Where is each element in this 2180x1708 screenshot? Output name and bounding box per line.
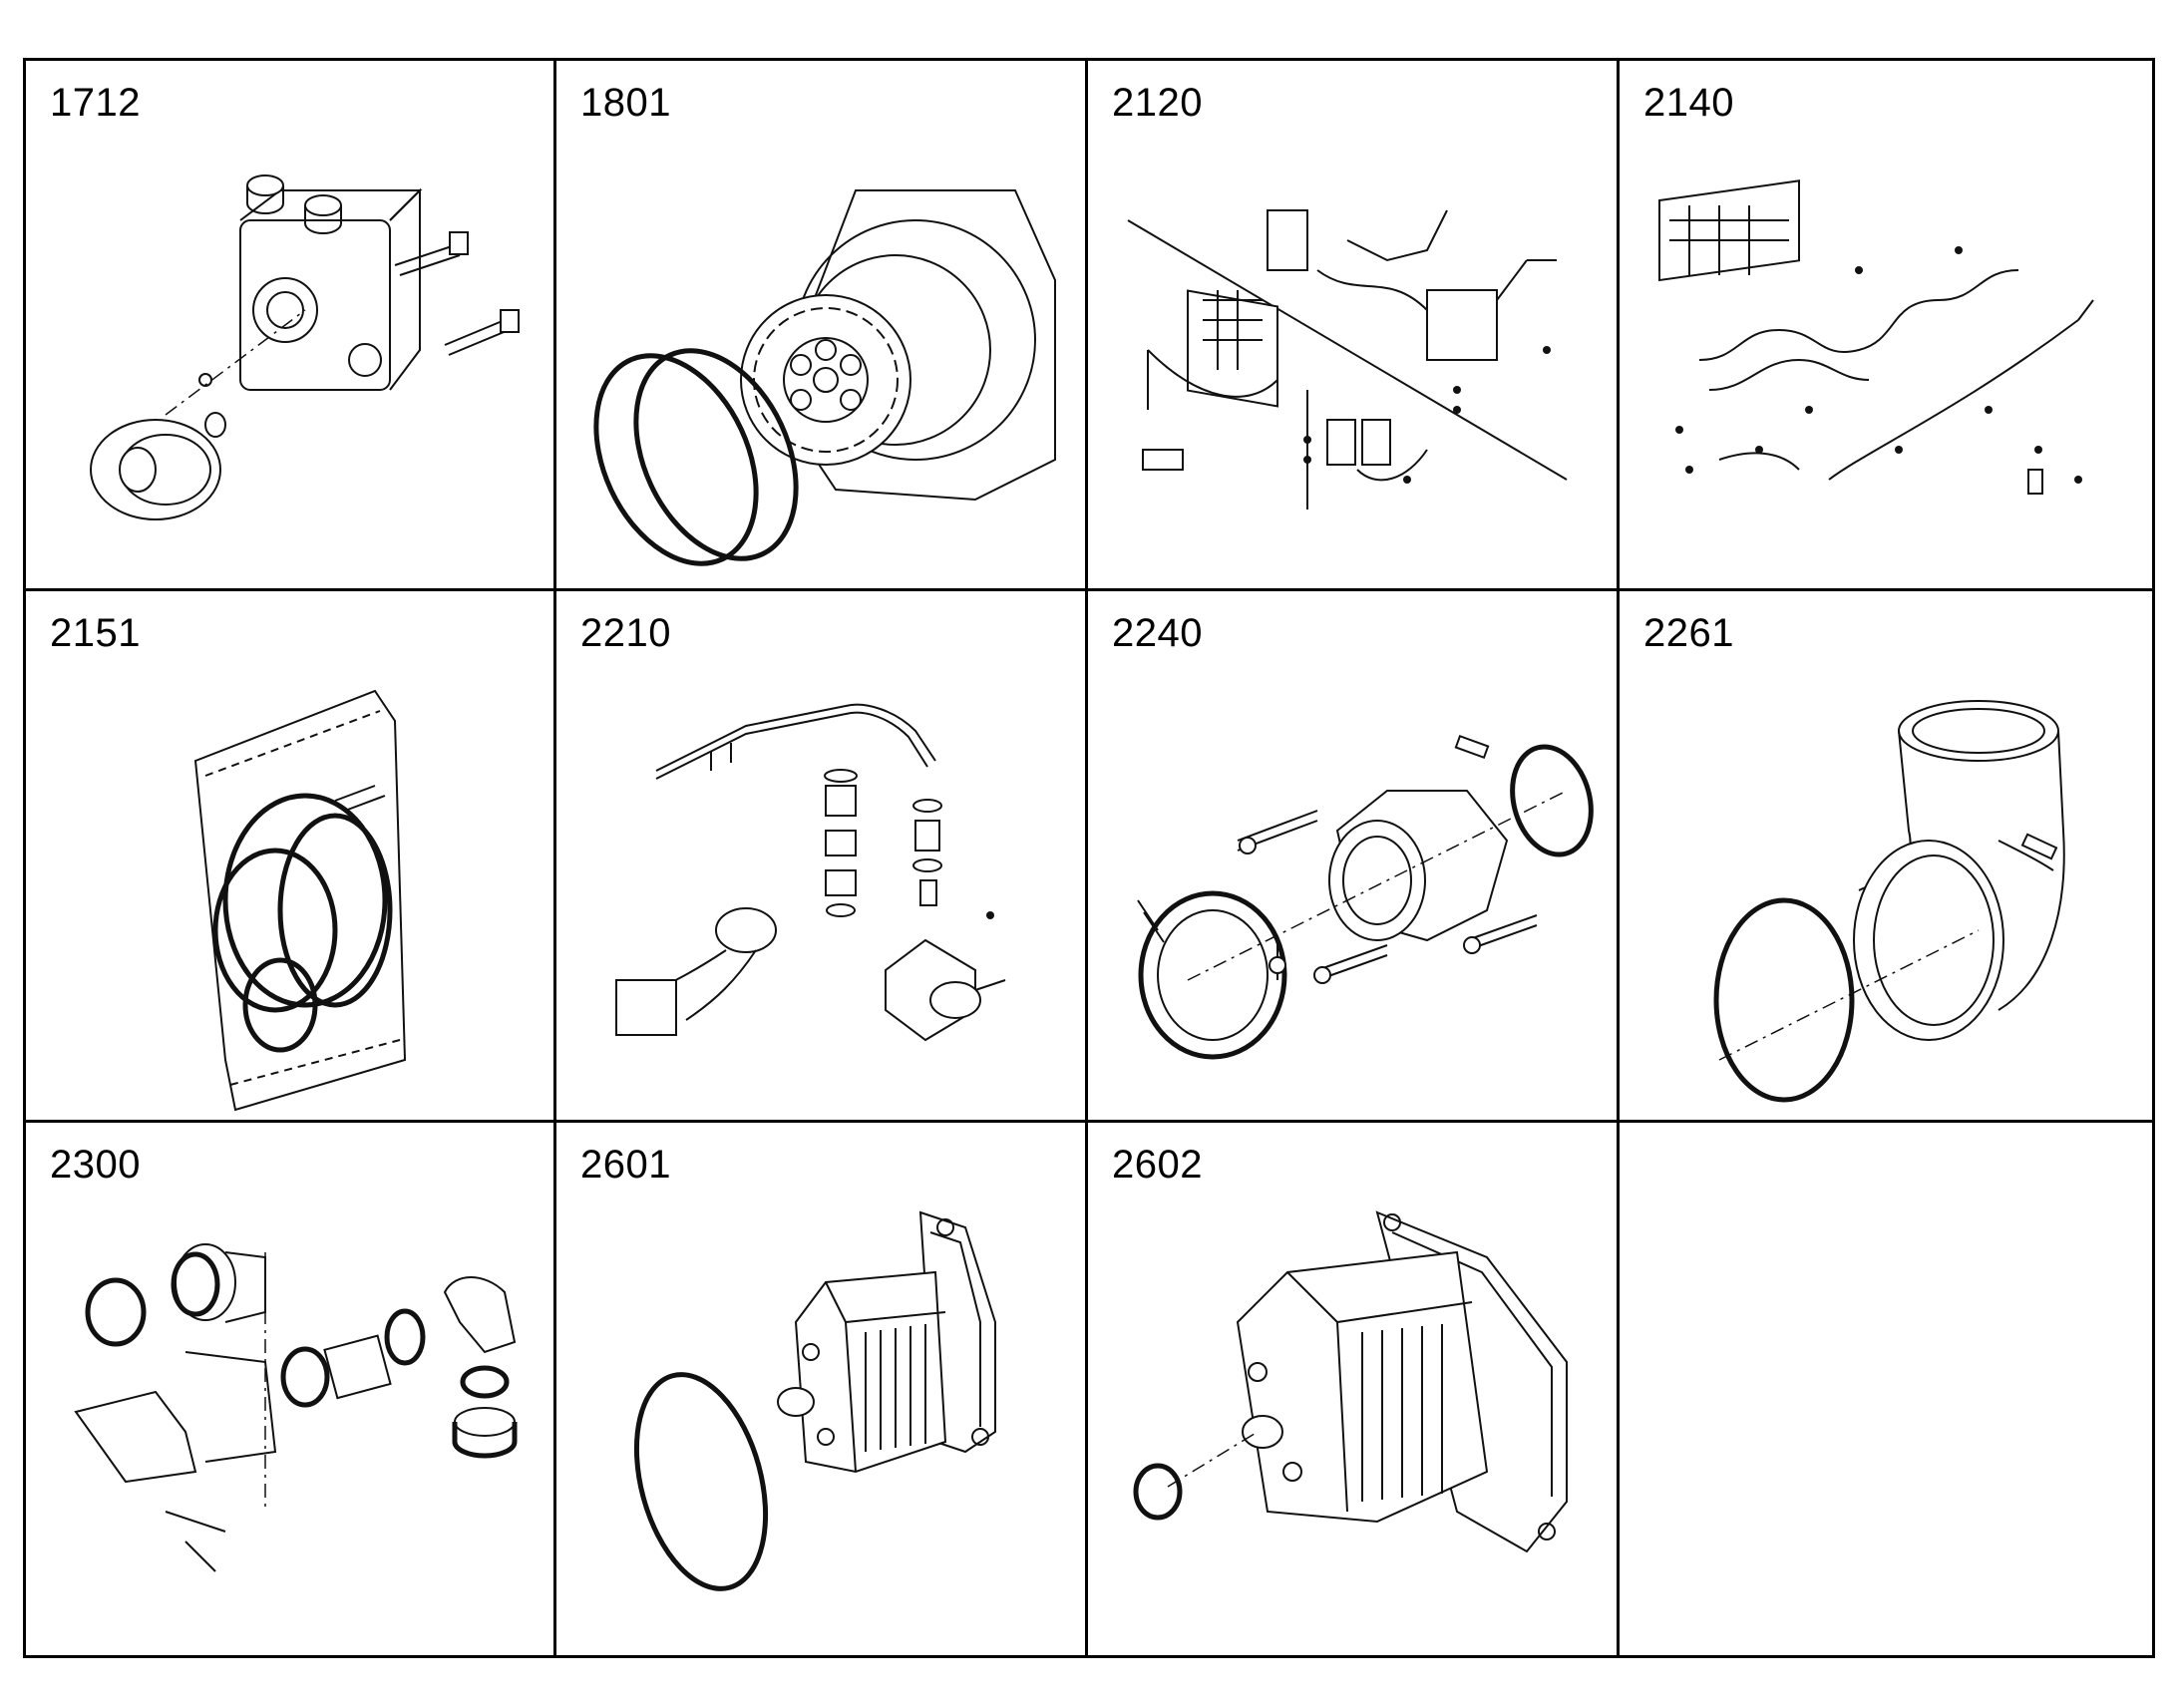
catalog-cell[interactable]: 2210 — [556, 591, 1088, 1123]
catalog-cell[interactable]: 2240 — [1088, 591, 1620, 1123]
catalog-cell[interactable]: 2120 — [1088, 61, 1620, 591]
grid-divider — [553, 61, 556, 1655]
catalog-cell[interactable]: 2151 — [26, 591, 556, 1123]
part-group-code: 2261 — [1643, 611, 1734, 655]
part-group-code: 2120 — [1112, 81, 1203, 125]
fuel-injection-lines-icon — [1658, 179, 2094, 495]
part-group-code: 2140 — [1643, 81, 1734, 125]
part-group-code: 2601 — [580, 1143, 671, 1187]
catalog-cell[interactable]: 2300 — [26, 1123, 556, 1658]
catalog-cell-empty — [1620, 1123, 2158, 1658]
pipe-flange-with-clamp-icon — [1137, 734, 1594, 1060]
part-group-code: 2240 — [1112, 611, 1203, 655]
part-group-code: 1801 — [580, 81, 671, 125]
gear-drive-with-seal-rings-icon — [593, 189, 1056, 566]
grid-divider — [26, 1120, 2152, 1123]
grid-divider — [1617, 61, 1620, 1655]
catalog-cell[interactable]: 2601 — [556, 1123, 1088, 1658]
intercooler-with-gasket-icon — [633, 1210, 996, 1591]
part-group-code: 2151 — [50, 611, 141, 655]
part-group-code: 2300 — [50, 1143, 141, 1187]
parts-catalog-grid: 1712 1801 — [23, 58, 2155, 1658]
elbow-pipe-with-seal-ring-icon — [1713, 700, 2065, 1103]
catalog-cell[interactable]: 2602 — [1088, 1123, 1620, 1658]
fuel-filter-system-icon — [1127, 209, 1568, 510]
hydraulic-pump-kit-icon — [90, 174, 520, 520]
catalog-cell[interactable]: 1801 — [556, 61, 1088, 591]
part-group-code: 1712 — [50, 81, 141, 125]
air-intake-hose-kit-icon — [74, 1243, 518, 1572]
grid-divider — [1085, 61, 1088, 1655]
catalog-cell[interactable]: 2140 — [1620, 61, 2158, 591]
part-group-code: 2210 — [580, 611, 671, 655]
part-group-code: 2602 — [1112, 1143, 1203, 1187]
catalog-cell[interactable]: 2261 — [1620, 591, 2158, 1123]
catalog-cell[interactable]: 1712 — [26, 61, 556, 591]
grid-divider — [26, 588, 2152, 591]
seal-kit-bag-icon — [193, 689, 407, 1112]
intercooler-with-snap-ring-icon — [1133, 1210, 1568, 1553]
intake-pipe-assembly-icon — [615, 703, 1006, 1042]
